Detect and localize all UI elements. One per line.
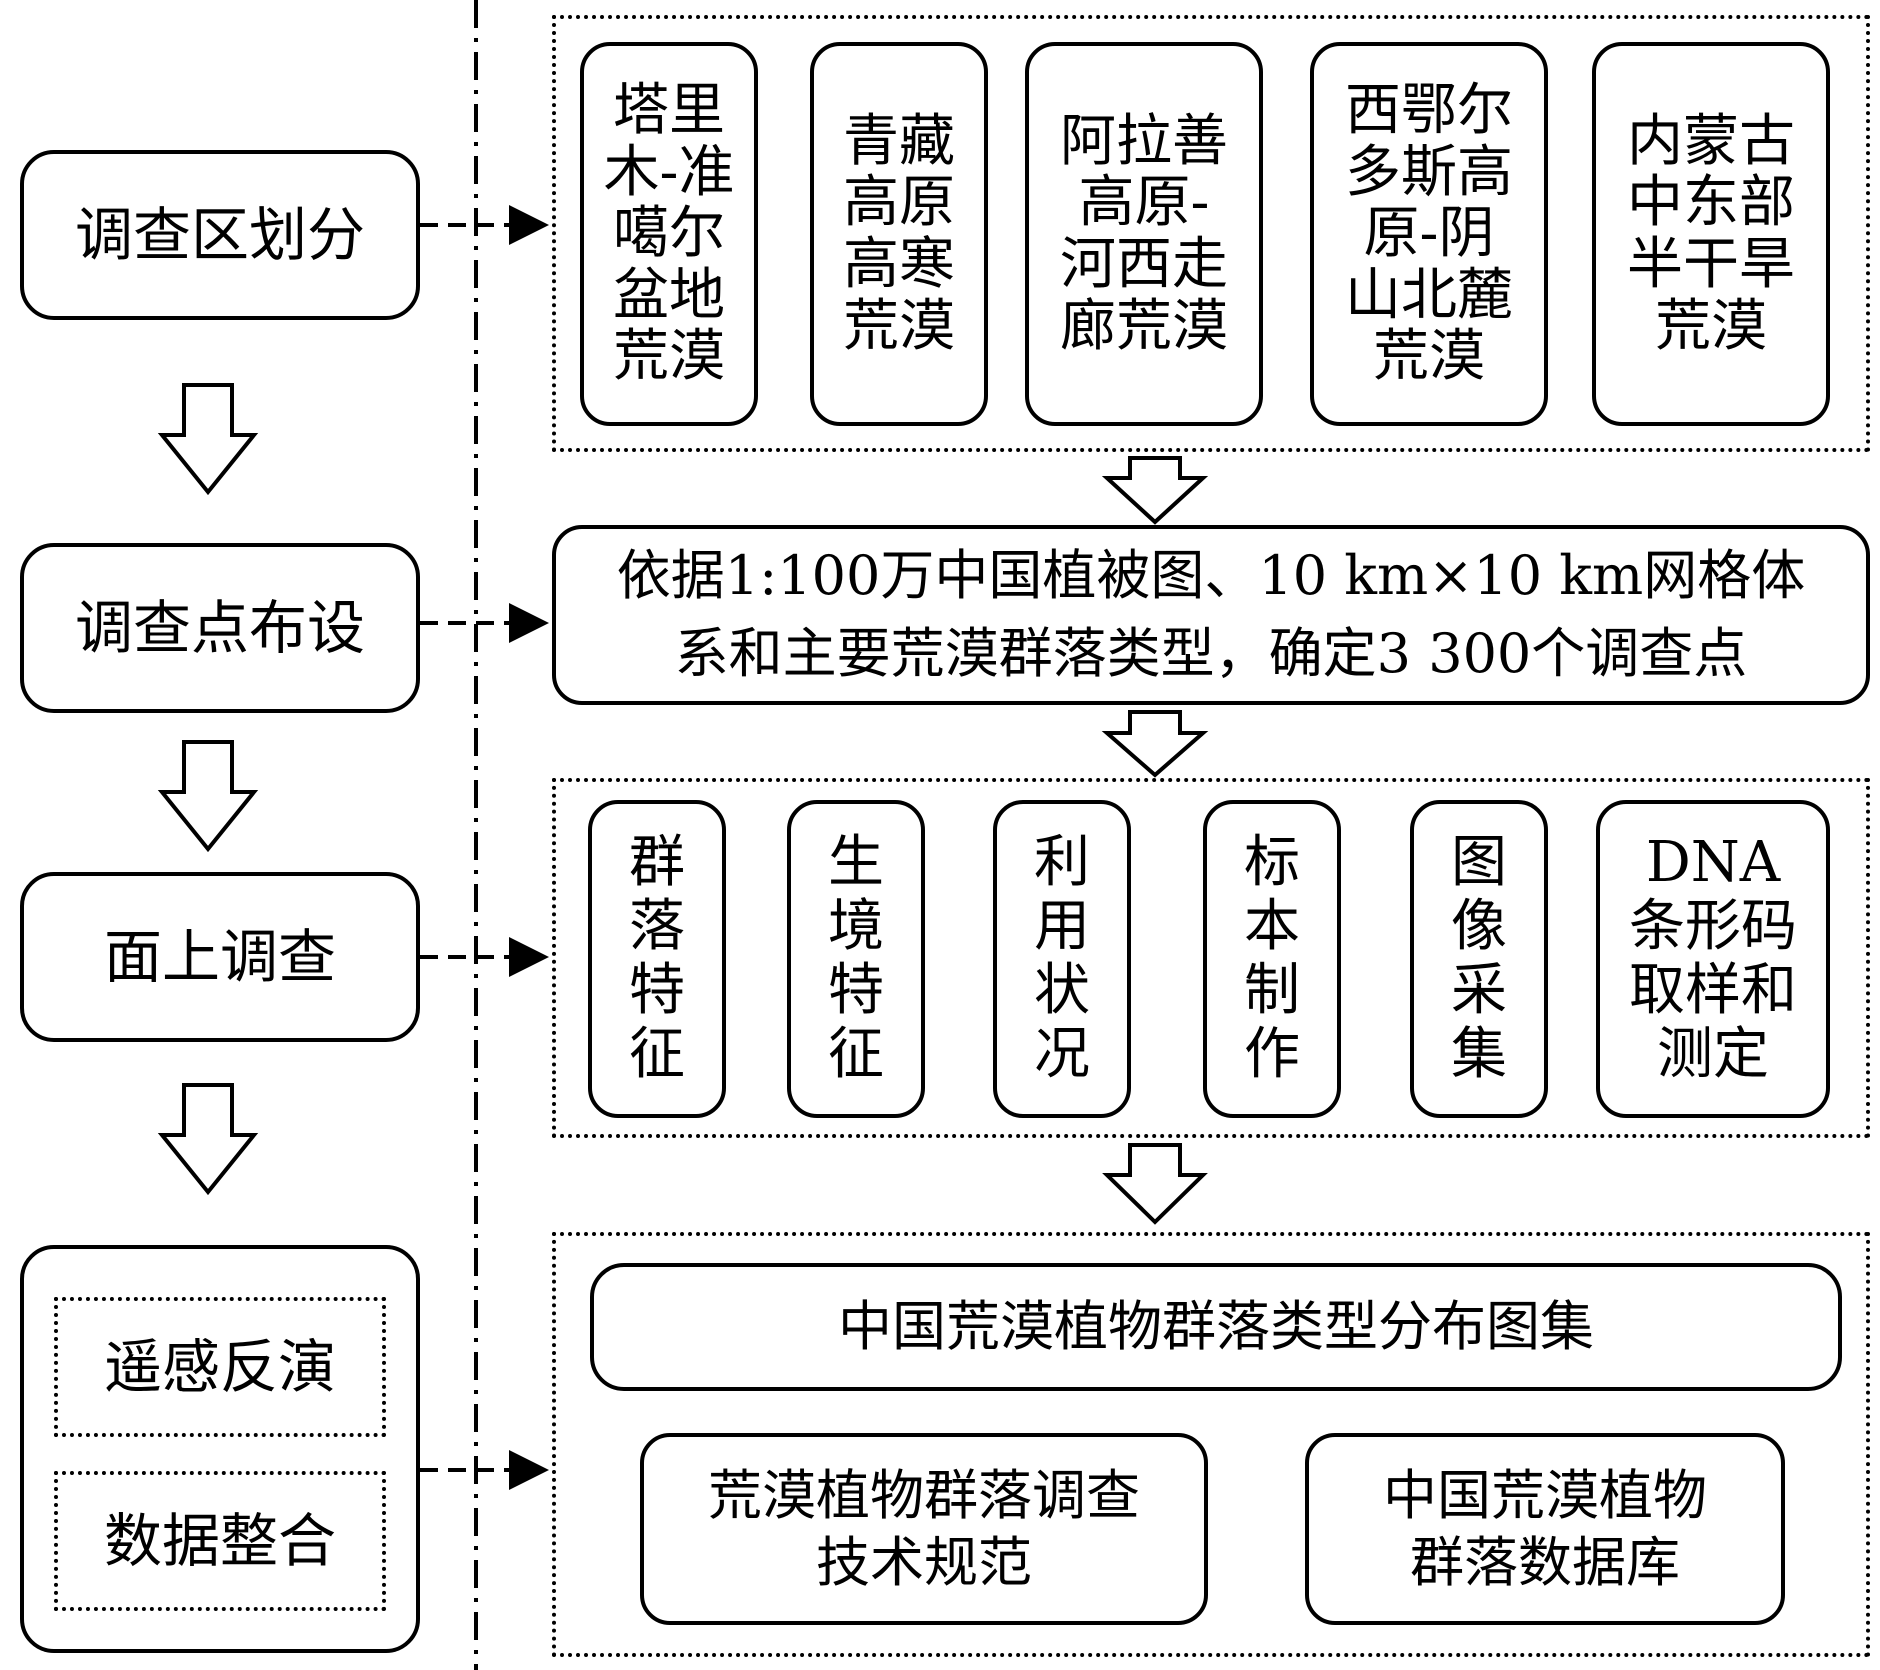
survey-item-label-1: 群 落 特 征 <box>629 830 685 1087</box>
output-database-label: 中国荒漠植物 群落数据库 <box>1383 1463 1707 1595</box>
down-arrow-right-2 <box>1101 710 1209 778</box>
output-spec-label: 荒漠植物群落调查 技术规范 <box>708 1463 1140 1595</box>
region-label-5: 内蒙古 中东部 半干旱 荒漠 <box>1627 108 1795 359</box>
stage-final: 遥感反演 数据整合 <box>20 1245 420 1653</box>
down-arrow-left-2 <box>157 740 259 853</box>
survey-item-3: 利 用 状 况 <box>993 800 1131 1118</box>
survey-item-label-5: 图 像 采 集 <box>1451 830 1507 1087</box>
stage-field-survey: 面上调查 <box>20 872 420 1042</box>
output-database: 中国荒漠植物 群落数据库 <box>1305 1433 1785 1625</box>
down-arrow-left-1 <box>157 383 259 496</box>
survey-item-1: 群 落 特 征 <box>588 800 726 1118</box>
down-arrow-right-1 <box>1101 456 1209 525</box>
output-spec: 荒漠植物群落调查 技术规范 <box>640 1433 1208 1625</box>
output-atlas: 中国荒漠植物群落类型分布图集 <box>590 1263 1842 1391</box>
survey-item-6: DNA 条形码 取样和 测定 <box>1596 800 1830 1118</box>
output-atlas-label: 中国荒漠植物群落类型分布图集 <box>838 1295 1594 1359</box>
stage-division: 调查区划分 <box>20 150 420 320</box>
final-item-data-integration: 数据整合 <box>54 1471 386 1611</box>
region-label-4: 西鄂尔 多斯高 原-阴 山北麓 荒漠 <box>1345 78 1513 390</box>
down-arrow-right-3 <box>1102 1143 1208 1225</box>
site-basis-text: 依据1:100万中国植被图、10 km×10 km网格体 系和主要荒漠群落类型，… <box>616 543 1806 685</box>
site-basis-box: 依据1:100万中国植被图、10 km×10 km网格体 系和主要荒漠群落类型，… <box>552 525 1870 705</box>
region-label-1: 塔里 木-准 噶尔 盆地 荒漠 <box>603 78 735 390</box>
stage-field-survey-label: 面上调查 <box>103 922 336 991</box>
survey-item-label-4: 标 本 制 作 <box>1244 830 1300 1087</box>
final-item-data-integration-label: 数据整合 <box>103 1506 336 1575</box>
survey-item-label-2: 生 境 特 征 <box>828 830 884 1087</box>
down-arrow-left-3 <box>157 1083 259 1196</box>
regions-panel <box>552 15 1870 452</box>
final-item-remote-sensing: 遥感反演 <box>54 1297 386 1437</box>
region-label-3: 阿拉善 高原- 河西走 廊荒漠 <box>1060 108 1228 359</box>
final-item-remote-sensing-label: 遥感反演 <box>103 1332 336 1401</box>
region-box-2: 青藏 高原 高寒 荒漠 <box>810 42 988 426</box>
survey-item-4: 标 本 制 作 <box>1203 800 1341 1118</box>
region-box-5: 内蒙古 中东部 半干旱 荒漠 <box>1592 42 1830 426</box>
stage-division-label: 调查区划分 <box>74 200 365 269</box>
survey-items-panel <box>552 778 1870 1138</box>
survey-item-5: 图 像 采 集 <box>1410 800 1548 1118</box>
survey-item-label-6: DNA 条形码 取样和 测定 <box>1629 830 1797 1087</box>
stage-site-setup-label: 调查点布设 <box>74 593 365 662</box>
survey-item-2: 生 境 特 征 <box>787 800 925 1118</box>
region-label-2: 青藏 高原 高寒 荒漠 <box>843 108 955 359</box>
survey-item-label-3: 利 用 状 况 <box>1034 830 1090 1087</box>
region-box-4: 西鄂尔 多斯高 原-阴 山北麓 荒漠 <box>1310 42 1548 426</box>
region-box-1: 塔里 木-准 噶尔 盆地 荒漠 <box>580 42 758 426</box>
stage-site-setup: 调查点布设 <box>20 543 420 713</box>
outputs-panel <box>552 1232 1870 1657</box>
region-box-3: 阿拉善 高原- 河西走 廊荒漠 <box>1025 42 1263 426</box>
